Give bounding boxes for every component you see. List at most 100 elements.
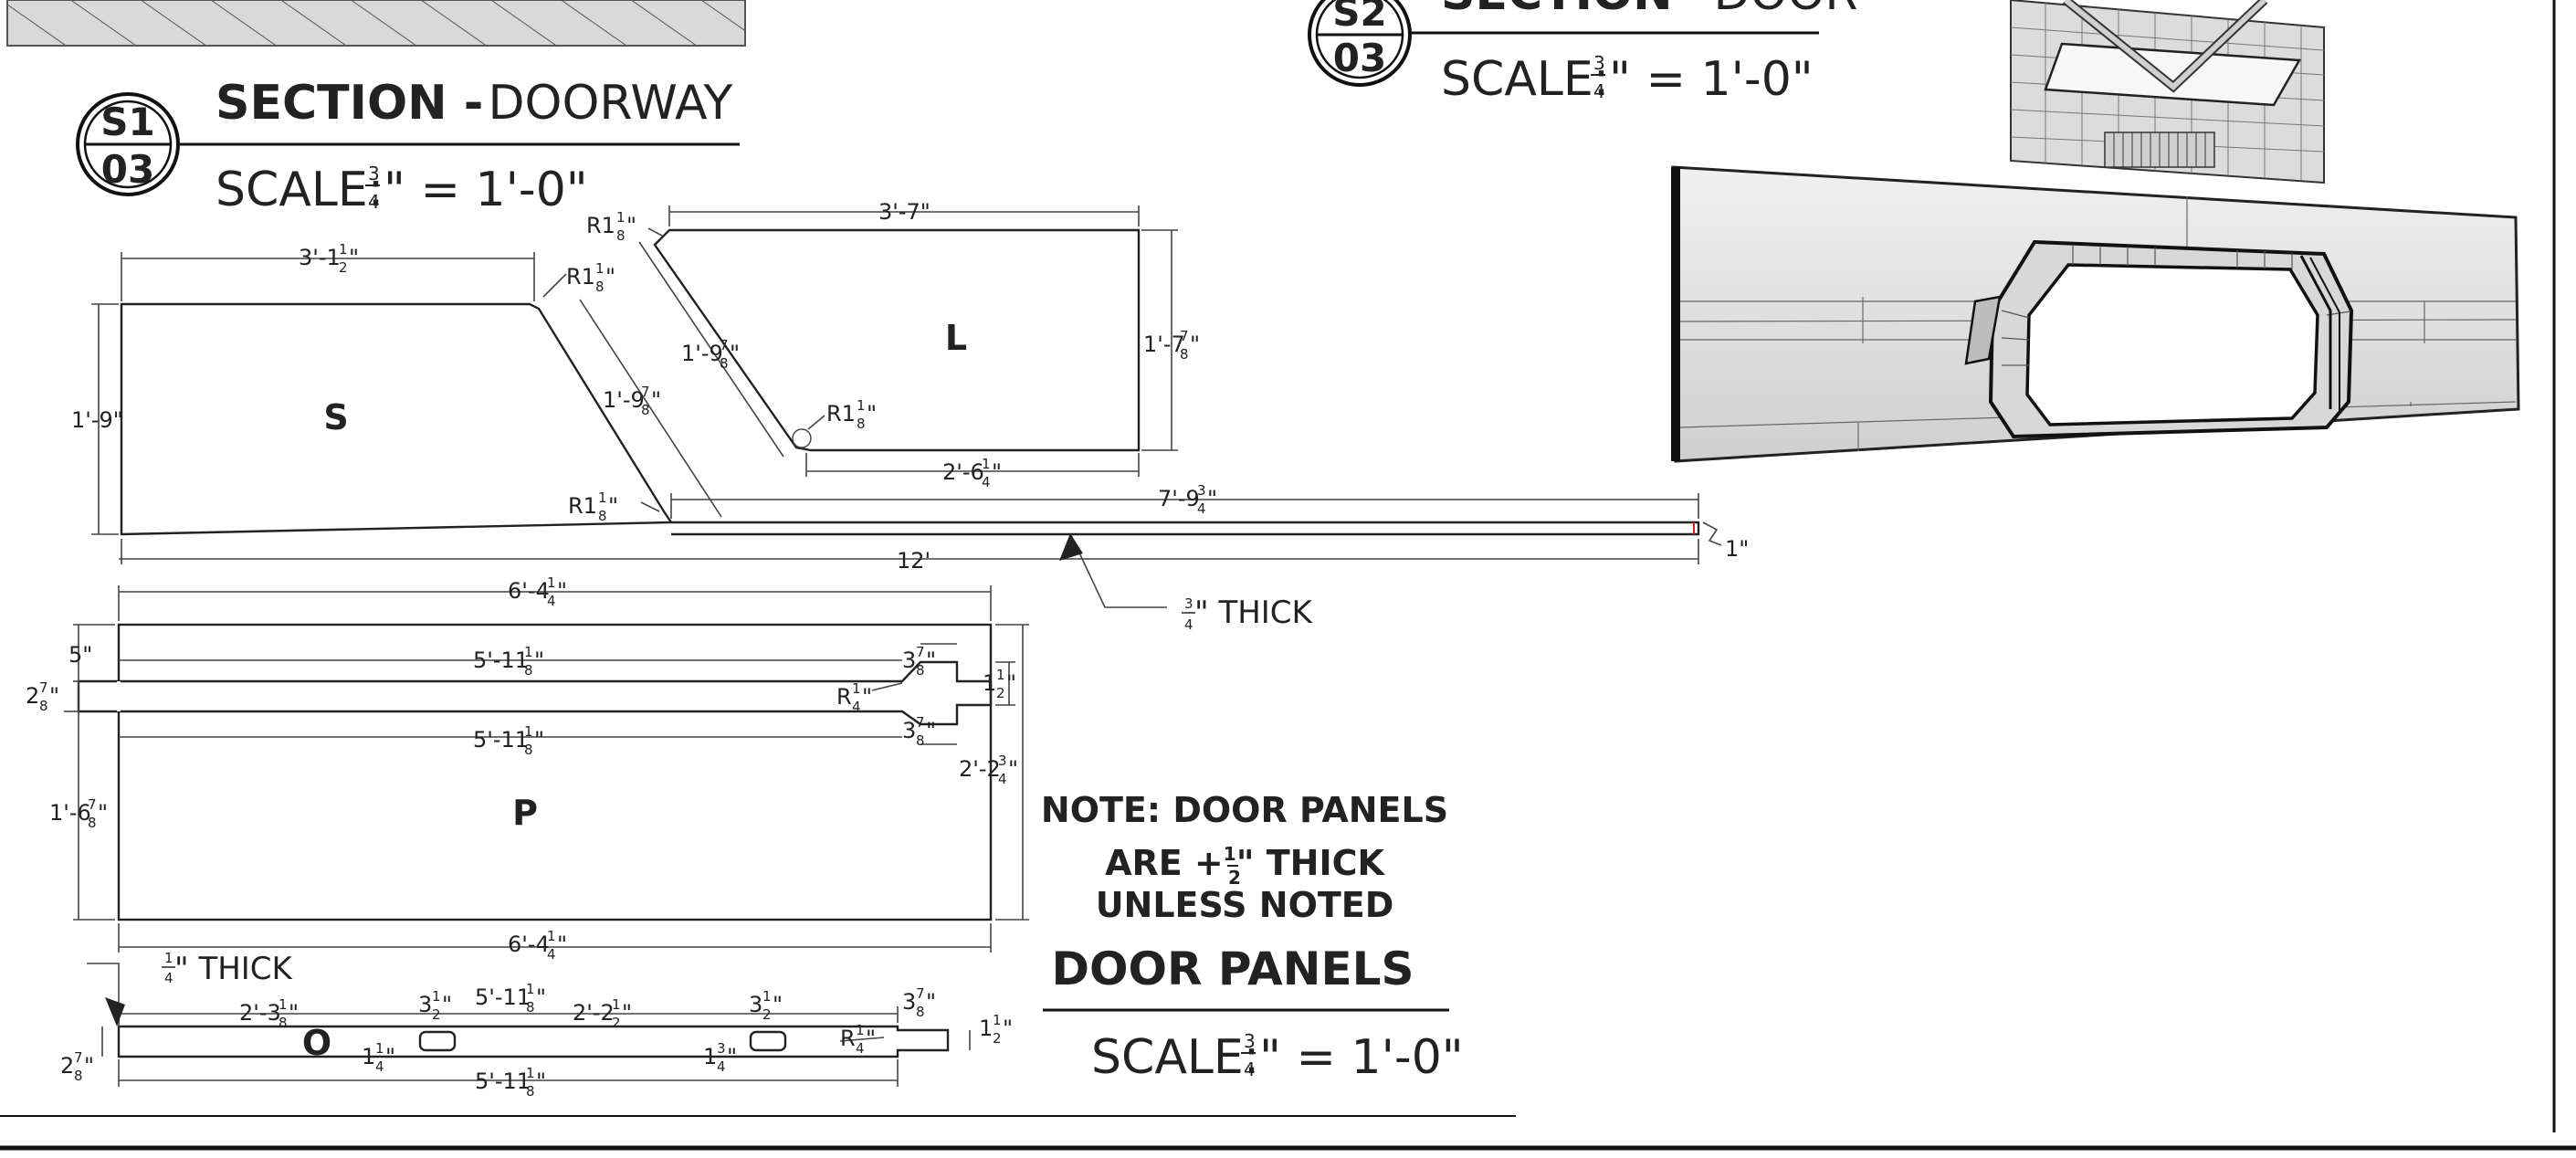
thick-arrowhead (1059, 533, 1083, 561)
p-notch-top-dim: 3 (902, 647, 916, 673)
strip-part (671, 521, 1700, 536)
o-bottom-num: 1 (526, 1065, 535, 1081)
p-left-body-den: 8 (88, 815, 97, 831)
o-c-den: 8 (526, 999, 535, 1016)
r-bottom-s-den: 8 (598, 508, 607, 524)
part-s-dimensions (91, 252, 1699, 564)
o-g-num: 1 (993, 1012, 1002, 1028)
s2-scale-den: 4 (1593, 80, 1605, 102)
p-top-unit: " (557, 578, 567, 604)
p-left-5-dim: 5" (68, 642, 92, 668)
o-left-den: 8 (74, 1068, 83, 1084)
thick-14-num: 1 (164, 950, 173, 966)
svg-text:ARE +1" THICK: ARE +1" THICK (1105, 843, 1385, 883)
r-l-bottom-num: 1 (857, 397, 866, 414)
o-f-den: 8 (916, 1004, 925, 1020)
s-top-dim-unit: " (349, 245, 359, 270)
o-a-dim: 2'-3 (239, 1000, 281, 1026)
p-top-num: 1 (547, 574, 556, 591)
p-r14-dim: R (836, 684, 852, 710)
s-top-dim: 3'-1 (299, 245, 341, 270)
s1-title-bold: SECTION - (216, 76, 483, 131)
p-left-slot-unit: " (49, 683, 59, 709)
o-bottom-den: 8 (526, 1083, 535, 1100)
o-h1-dim: 1 (362, 1044, 375, 1069)
o-h2-unit: " (727, 1044, 737, 1069)
p-top-dim: 6'-4 (508, 578, 550, 604)
s1-scale-rest: " = 1'-0" (384, 163, 588, 217)
o-b-den: 2 (432, 1006, 441, 1023)
p-notch-top-num: 7 (916, 644, 925, 660)
note-line-2b: " THICK (1236, 843, 1386, 883)
l-right-unit: " (1190, 332, 1200, 357)
part-p-dimensions (64, 585, 1029, 953)
p-notch-bottom-dim: 3 (902, 718, 916, 743)
note-line-2-num: 1 (1224, 843, 1236, 865)
o-r-unit: " (866, 1026, 876, 1051)
o-b-unit: " (442, 992, 452, 1017)
r-l-top-num: 1 (616, 209, 626, 226)
p-r14-den: 4 (852, 699, 861, 715)
part-o-label: O (302, 1023, 331, 1063)
part-s-label: S (323, 397, 348, 437)
o-left-dim: 2 (60, 1053, 74, 1079)
o-bottom-unit: " (536, 1069, 546, 1094)
s-diag-den: 8 (641, 402, 650, 418)
p-r14-unit: " (862, 684, 872, 710)
p-right-12-den: 2 (996, 685, 1005, 701)
r-top-s: R1 (566, 264, 595, 290)
s-diag-num: 7 (641, 384, 650, 400)
note-line-3: UNLESS NOTED (1096, 885, 1394, 925)
o-f-unit: " (926, 989, 936, 1015)
strip-length-den: 4 (1197, 500, 1206, 517)
p-r14-num: 1 (852, 680, 861, 697)
l-diag-num: 7 (720, 337, 729, 353)
l-top-dim: 3'-7" (878, 199, 931, 225)
section-s1-header: S1 03 SECTION - DOORWAY SCALE: 3 4 " = 1… (76, 76, 740, 217)
p-top-den: 4 (547, 593, 556, 609)
o-h1-den: 4 (375, 1058, 384, 1075)
o-d-dim: 2'-2 (573, 1000, 615, 1026)
p-notch-top-den: 8 (916, 662, 925, 679)
o-h2-dim: 1 (703, 1044, 717, 1069)
o-h1-unit: " (385, 1044, 395, 1069)
p-slot-top-dim: 5'-11 (473, 647, 529, 673)
svg-text:SECTION - DOOR: SECTION - DOOR (1441, 0, 1858, 21)
thick-34-text: " THICK (1194, 595, 1314, 631)
o-left-num: 7 (74, 1049, 83, 1066)
o-a-num: 1 (279, 996, 288, 1013)
o-g-den: 2 (993, 1030, 1002, 1047)
p-slot-bottom-unit: " (534, 727, 544, 753)
door-panels-scale-rest: " = 1'-0" (1259, 1030, 1464, 1085)
door-panels-scale-label: SCALE: (1091, 1030, 1259, 1085)
l-bottom-unit: " (992, 459, 1002, 485)
o-e-unit: " (773, 992, 783, 1017)
o-c-dim: 5'-11 (475, 984, 531, 1010)
svg-text:SECTION - DOORWAY: SECTION - DOORWAY (216, 76, 733, 131)
p-notch-top-unit: " (926, 647, 936, 673)
s-diag-dim: 1'-9 (603, 387, 645, 413)
l-right-den: 8 (1180, 346, 1189, 363)
o-d-den: 2 (612, 1015, 621, 1031)
p-right-12-dim: 1 (983, 670, 996, 696)
o-a-den: 8 (279, 1015, 288, 1031)
part-l-dimensions (638, 205, 1178, 477)
s2-bubble-top: S2 (1332, 0, 1386, 35)
o-b-num: 1 (432, 988, 441, 1005)
note-line-2a: ARE + (1105, 843, 1224, 883)
thick-14-text: " THICK (174, 951, 294, 987)
s-height-dim: 1'-9" (71, 407, 123, 433)
r-l-top-den: 8 (616, 227, 626, 244)
p-right-body-unit: " (1008, 756, 1018, 782)
thick-14-den: 4 (164, 970, 173, 986)
o-h2-num: 3 (717, 1040, 726, 1057)
p-left-body-unit: " (98, 800, 108, 826)
p-slot-top-num: 1 (524, 644, 533, 660)
strip-thick-dim: 1" (1725, 536, 1749, 562)
s2-scale-label: SCALE: (1441, 52, 1609, 107)
l-bottom-dim: 2'-6 (942, 459, 984, 485)
door-panels-note: NOTE: DOOR PANELS ARE +1" THICK 2 UNLESS… (1041, 790, 1448, 925)
strip-length-dim: 7'-9 (1158, 486, 1200, 511)
l-diag-dim: 1'-9 (681, 341, 723, 366)
